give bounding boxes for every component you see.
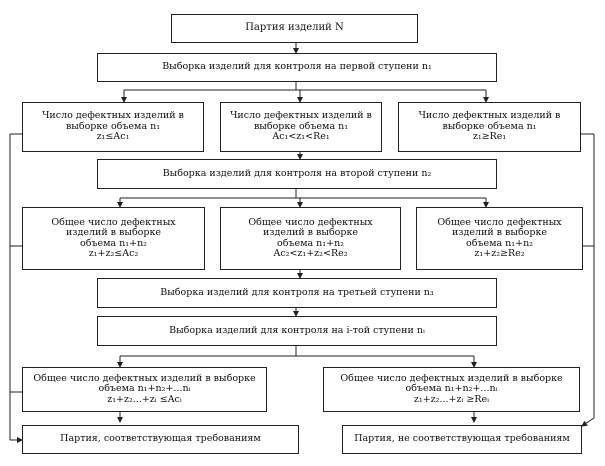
s2-reject-line2: изделий в выборке: [451, 227, 548, 238]
stage3-sampling-box: Выборка изделий для контроля на третьей …: [97, 278, 497, 308]
si-accept-line3: z₁+z₂...+zᵢ ≤Acᵢ: [107, 393, 182, 405]
s2-reject-line1: Общее число дефектных: [437, 216, 562, 228]
stage-i-label: Выборка изделий для контроля на i-той ст…: [169, 324, 425, 336]
stage1-label: Выборка изделий для контроля на первой с…: [162, 61, 432, 73]
stage1-sampling-box: Выборка изделий для контроля на первой с…: [97, 53, 497, 82]
stage-i-accept-condition-box: Общее число дефектных изделий в выборке …: [22, 367, 267, 412]
s1-continue-line1: Число дефектных изделий в: [230, 110, 372, 122]
batch-label: Партия изделий N: [245, 22, 344, 34]
stage1-reject-condition-box: Число дефектных изделий в выборке объема…: [398, 102, 581, 152]
s2-continue-line3: объема n₁+n₂: [277, 237, 344, 249]
s1-reject-line1: Число дефектных изделий в: [418, 110, 561, 122]
batch-accepted-box: Партия, соответствующая требованиям: [22, 425, 299, 454]
stage3-label: Выборка изделий для контроля на третьей …: [160, 286, 434, 298]
s1-accept-line2: выборке объема n₁: [65, 120, 161, 132]
batch-box: Партия изделий N: [171, 14, 418, 43]
rejected-label: Партия, не соответствующая требованиям: [354, 433, 570, 445]
s1-reject-line2: выборке объема n₁: [442, 120, 537, 132]
s2-reject-line3: объема n₁+n₂: [466, 237, 533, 249]
stage-i-reject-condition-box: Общее число дефектных изделий в выборке …: [323, 367, 580, 412]
stage2-sampling-box: Выборка изделий для контроля на второй с…: [97, 159, 497, 189]
s2-continue-line1: Общее число дефектных: [248, 216, 373, 228]
stage1-accept-condition-box: Число дефектных изделий в выборке объема…: [22, 102, 204, 152]
s2-reject-line4: z₁+z₂≥Re₂: [474, 248, 525, 259]
s2-continue-line2: изделий в выборке: [262, 227, 359, 238]
stage1-continue-condition-box: Число дефектных изделий в выборке объема…: [220, 102, 382, 152]
stage-i-sampling-box: Выборка изделий для контроля на i-той ст…: [97, 316, 497, 346]
s1-continue-line3: Ac₁<z₁<Re₁: [272, 131, 330, 143]
stage2-accept-condition-box: Общее число дефектных изделий в выборке …: [22, 207, 205, 270]
s2-accept-line4: z₁+z₂≤Ac₂: [88, 248, 139, 259]
si-accept-line1: Общее число дефектных изделий в выборке: [33, 372, 256, 384]
s2-accept-line2: изделий в выборке: [65, 227, 162, 238]
batch-rejected-box: Партия, не соответствующая требованиям: [342, 425, 582, 454]
stage2-label: Выборка изделий для контроля на второй с…: [162, 167, 432, 179]
s2-accept-line3: объема n₁+n₂: [80, 237, 147, 249]
s1-continue-line2: выборке объема n₁: [253, 120, 349, 132]
s2-accept-line1: Общее число дефектных: [51, 216, 176, 228]
si-reject-line1: Общее число дефектных изделий в выборке: [340, 372, 563, 384]
accepted-label: Партия, соответствующая требованиям: [60, 433, 261, 445]
s1-accept-line3: z₁≤Ac₁: [96, 131, 130, 143]
stage2-continue-condition-box: Общее число дефектных изделий в выборке …: [220, 207, 401, 270]
si-reject-line3: z₁+z₂...+zᵢ ≥Reᵢ: [413, 393, 490, 405]
s1-accept-line1: Число дефектных изделий в: [42, 110, 184, 122]
stage2-reject-condition-box: Общее число дефектных изделий в выборке …: [416, 207, 583, 270]
s1-reject-line3: z₁≥Re₁: [472, 131, 507, 143]
si-accept-line2: объема n₁+n₂+...nᵢ: [98, 383, 191, 395]
s2-continue-line4: Ac₂<z₁+z₂<Re₂: [273, 248, 348, 259]
si-reject-line2: объема n₁+n₂+...nᵢ: [405, 383, 498, 395]
